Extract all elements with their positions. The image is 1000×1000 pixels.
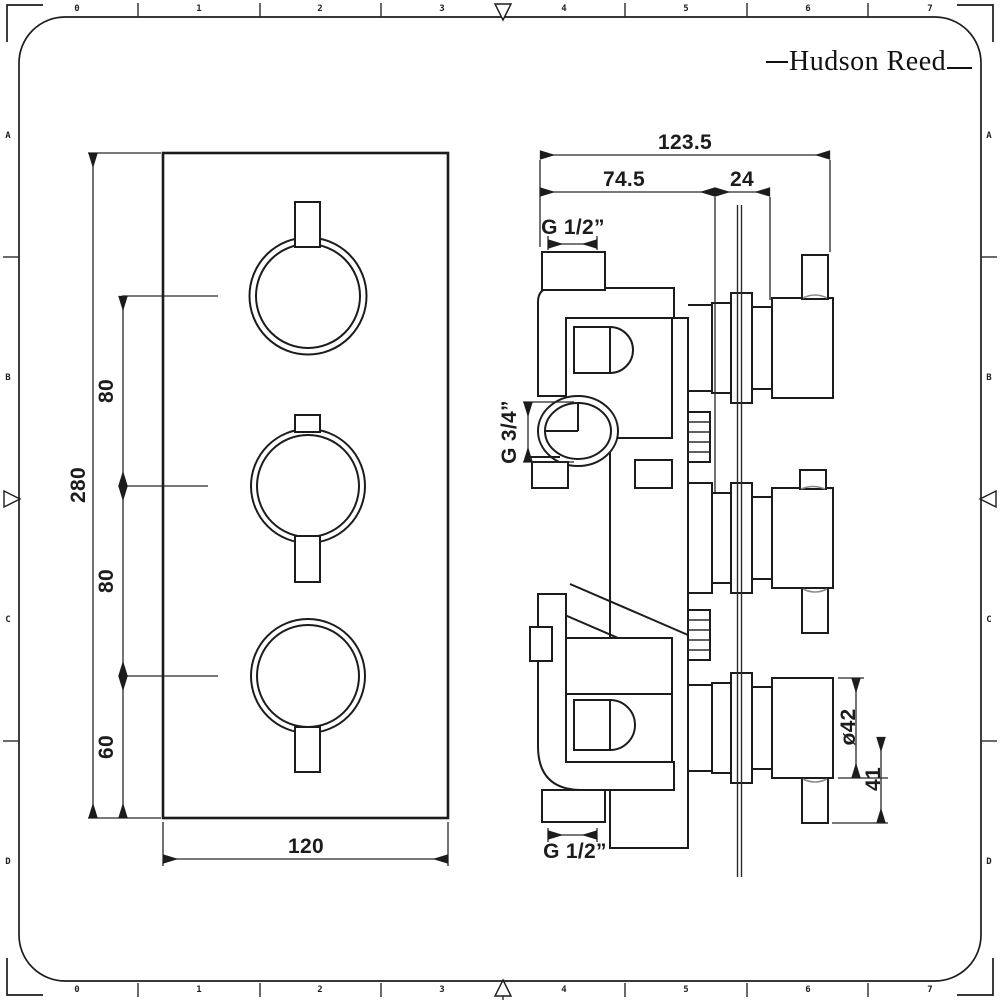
bottom-valve-chamber [565,637,673,763]
ruler-left-a: A [5,131,11,141]
front-handle-middle-tab [294,414,321,433]
side-dim-recess-depth-label: 74.5 [602,168,646,191]
ruler-top-1: 1 [196,4,202,14]
side-dim-top-inlet [547,236,598,250]
bottom-elbow-boss [529,626,553,662]
center-arrow-left-icon [3,489,22,509]
side-dim-bottom-outlet [547,828,598,842]
ruler-bottom-0: 0 [74,985,80,995]
side-handle-bottom [688,672,834,824]
cartridge-bonnet-upper [687,411,711,463]
ruler-top-7: 7 [927,4,933,14]
side-inlet-port [531,395,619,467]
side-dim-handle-projection [832,736,888,824]
logo-text: Hudson Reed [789,46,947,77]
side-handle-top-lever [801,254,829,300]
side-handle-middle-tab [799,469,827,490]
front-dim-height-label: 280 [67,467,90,503]
crop-mark-bottom-left [6,958,43,996]
ruler-left-c: C [5,615,11,625]
ruler-top-5: 5 [683,4,689,14]
ruler-right-b: B [986,373,992,383]
logo-underscore [947,55,973,69]
front-dim-spacing-top-label: 80 [95,379,118,403]
crop-mark-bottom-right [957,958,994,996]
cartridge-bonnet-lower [687,609,711,661]
side-dim-handle-projection-label: 41 [862,767,885,791]
front-dim-width [162,822,449,866]
ruler-top-3: 3 [439,4,445,14]
ruler-bottom-3: 3 [439,985,445,995]
ruler-bottom-6: 6 [805,985,811,995]
front-handle-top [248,201,368,356]
front-handle-middle [250,414,366,583]
wall-line [736,205,743,877]
ruler-top-6: 6 [805,4,811,14]
ruler-ticks-bottom [137,983,869,997]
side-port-boss [531,461,569,489]
middle-cartridge-block [687,482,713,594]
center-arrow-right-icon [978,489,997,509]
ruler-bottom-2: 2 [317,985,323,995]
center-arrow-bottom-icon [493,978,513,997]
side-dim-top-inlet-label: G 1/2” [541,216,605,239]
side-dim-recess-depth [539,187,716,492]
side-handle-middle [711,469,834,634]
body-bridge [634,459,673,489]
top-valve-chamber [565,317,673,439]
side-dim-trim-depth-label: 24 [730,168,754,191]
side-handle-top [688,254,834,404]
ruler-left-b: B [5,373,11,383]
ruler-bottom-7: 7 [927,985,933,995]
front-handle-middle-lever [294,535,321,583]
ruler-bottom-5: 5 [683,985,689,995]
crop-mark-top-left [6,4,43,42]
crop-mark-top-right [957,4,994,42]
side-dim-side-inlet-label: G 3/4” [498,400,521,464]
front-plate [161,151,450,820]
bottom-outlet-pipe [541,789,606,823]
ruler-bottom-1: 1 [196,985,202,995]
front-dim-offset-label: 60 [95,735,118,759]
front-handle-bottom-lever [294,726,321,773]
front-dim-width-label: 120 [288,835,324,858]
side-dim-overall-depth [539,150,831,252]
center-arrow-top-icon [493,3,513,22]
ruler-bottom-4: 4 [561,985,567,995]
side-dim-overall-depth-label: 123.5 [657,131,713,154]
ruler-right-c: C [986,615,992,625]
brand-logo: Hudson Reed [766,46,973,78]
ruler-top-0: 0 [74,4,80,14]
front-handle-bottom [250,618,366,773]
side-handle-middle-lever [801,587,829,634]
ruler-right-a: A [986,131,992,141]
ruler-ticks-right [981,256,997,742]
ruler-top-2: 2 [317,4,323,14]
ruler-top-4: 4 [561,4,567,14]
top-inlet-pipe [541,251,606,291]
front-handle-top-lever [294,201,321,248]
side-view [523,150,888,877]
side-dim-side-inlet [523,401,574,463]
side-dim-trim-depth [714,187,771,300]
ruler-ticks-left [3,256,19,742]
side-dim-handle-diameter-label: ø42 [837,708,860,746]
front-dim-spacings [118,295,218,819]
ruler-ticks-top [137,3,869,17]
front-view [88,151,450,866]
ruler-left-d: D [5,857,11,867]
logo-dash [766,61,788,63]
side-handle-bottom-lever [801,777,829,824]
side-dim-bottom-outlet-label: G 1/2” [543,840,607,863]
ruler-right-d: D [986,857,992,867]
front-dim-spacing-mid-label: 80 [95,569,118,593]
